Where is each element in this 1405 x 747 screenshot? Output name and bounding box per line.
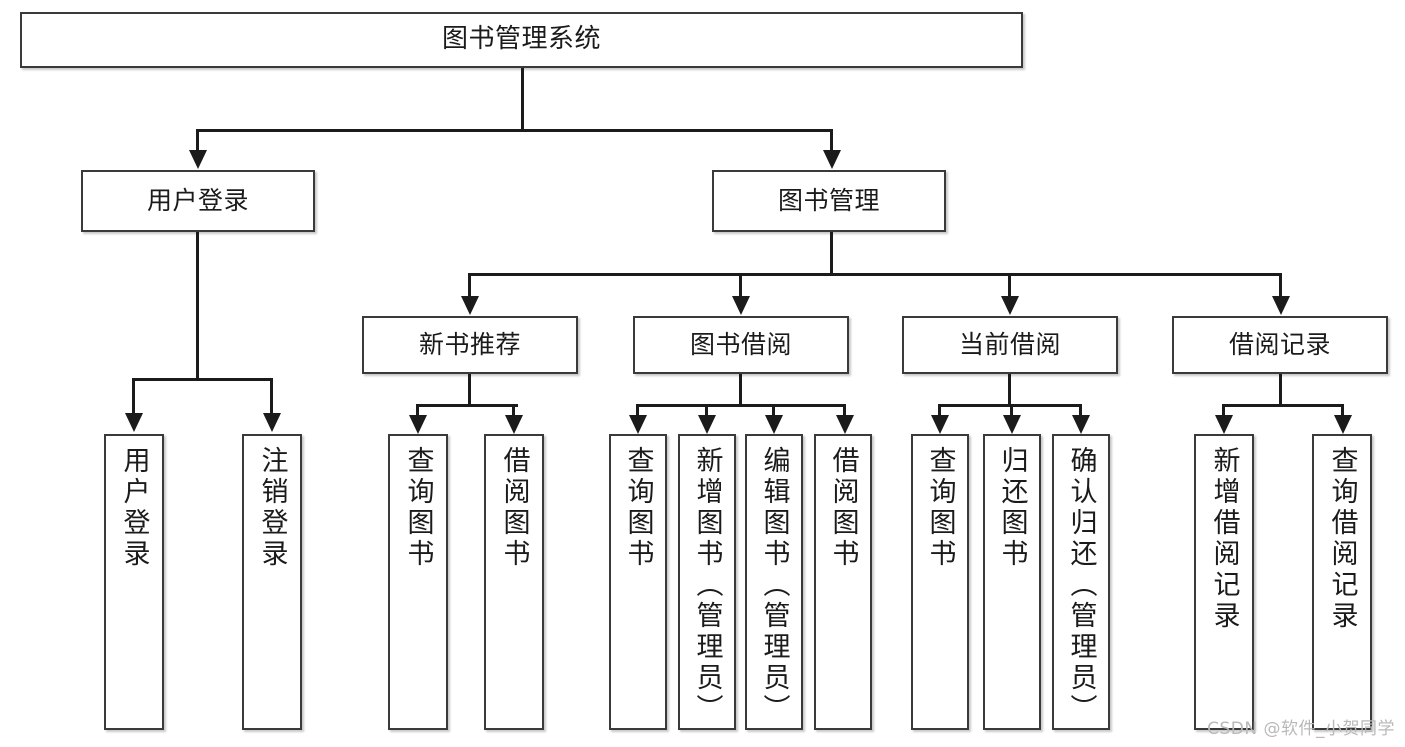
leaf-edit-book-admin[interactable]: 编辑图书（管理员） <box>745 434 803 730</box>
node-label: 新书推荐 <box>418 329 521 359</box>
leaf-logout-login[interactable]: 注销登录 <box>242 434 302 730</box>
connector-bb-drop-2 <box>705 404 708 416</box>
connector-to-current-borrow <box>1008 273 1011 297</box>
arrow-leaf-borrow-book-recommend <box>505 415 523 434</box>
node-root-book-management-system[interactable]: 图书管理系统 <box>20 12 1023 68</box>
connector-cb-drop-2 <box>1010 404 1013 416</box>
connector-cb-drop-1 <box>938 404 941 416</box>
connector-book-borrow-bus <box>636 404 846 407</box>
node-book-management[interactable]: 图书管理 <box>712 170 946 232</box>
leaf-query-book-borrow[interactable]: 查询图书 <box>609 434 667 730</box>
arrow-leaf-confirm-return-admin <box>1072 415 1090 434</box>
node-label: 归还图书 <box>996 446 1028 570</box>
node-current-borrow[interactable]: 当前借阅 <box>902 316 1118 374</box>
node-label: 图书借阅 <box>689 329 792 359</box>
arrow-to-borrow-record <box>1272 296 1290 315</box>
node-label: 查询图书 <box>924 446 956 570</box>
leaf-user-login[interactable]: 用户登录 <box>104 434 164 730</box>
leaf-borrow-book-recommend[interactable]: 借阅图书 <box>484 434 544 730</box>
connector-to-book-management <box>830 129 833 151</box>
connector-nbr-drop-1 <box>416 404 419 416</box>
connector-bb-drop-4 <box>843 404 846 416</box>
node-label: 借阅图书 <box>827 446 859 570</box>
arrow-leaf-query-borrow-record <box>1334 415 1352 434</box>
connector-book-management-stem <box>830 232 833 275</box>
node-label: 确认归还（管理员） <box>1065 446 1097 725</box>
arrow-leaf-user-login <box>125 413 143 432</box>
arrow-leaf-query-book-current <box>931 415 949 434</box>
connector-to-new-book-recommend <box>468 273 471 297</box>
connector-new-book-recommend-bus <box>416 404 518 407</box>
arrow-to-current-borrow <box>1001 296 1019 315</box>
connector-new-book-recommend-stem <box>468 374 471 406</box>
arrow-leaf-query-book-borrow <box>629 415 647 434</box>
node-label: 查询图书 <box>622 446 654 570</box>
node-label: 注销登录 <box>256 446 288 570</box>
leaf-borrow-book[interactable]: 借阅图书 <box>814 434 872 730</box>
arrow-leaf-borrow-book <box>836 415 854 434</box>
node-label: 借阅记录 <box>1228 329 1331 359</box>
node-label: 用户登录 <box>118 446 150 570</box>
connector-level2-bus <box>196 129 833 132</box>
arrow-leaf-edit-book-admin <box>765 415 783 434</box>
connector-borrow-record-bus <box>1222 404 1344 407</box>
node-label: 新增借阅记录 <box>1208 446 1240 632</box>
connector-borrow-record-stem <box>1279 374 1282 406</box>
node-book-borrow[interactable]: 图书借阅 <box>633 316 849 374</box>
arrow-to-new-book-recommend <box>461 296 479 315</box>
connector-current-borrow-stem <box>1008 374 1011 406</box>
node-label: 查询借阅记录 <box>1326 446 1358 632</box>
node-label: 借阅图书 <box>498 446 530 570</box>
leaf-add-book-admin[interactable]: 新增图书（管理员） <box>678 434 736 730</box>
connector-user-login-bus <box>132 378 272 381</box>
connector-user-login-stem <box>196 232 199 380</box>
arrow-to-book-management <box>823 150 841 169</box>
node-label: 编辑图书（管理员） <box>758 446 790 725</box>
connector-nbr-drop-2 <box>512 404 515 416</box>
node-label: 图书管理系统 <box>441 24 601 55</box>
connector-bb-drop-3 <box>772 404 775 416</box>
arrow-to-user-login <box>189 150 207 169</box>
connector-br-drop-1 <box>1222 404 1225 416</box>
node-label: 新增图书（管理员） <box>691 446 723 725</box>
connector-to-borrow-record <box>1279 273 1282 297</box>
node-borrow-record[interactable]: 借阅记录 <box>1172 316 1388 374</box>
connector-to-user-login <box>196 129 199 151</box>
node-user-login[interactable]: 用户登录 <box>81 170 315 232</box>
leaf-query-book-recommend[interactable]: 查询图书 <box>388 434 448 730</box>
connector-cb-drop-3 <box>1079 404 1082 416</box>
leaf-confirm-return-admin[interactable]: 确认归还（管理员） <box>1052 434 1110 730</box>
connector-user-login-drop-1 <box>132 378 135 414</box>
node-label: 用户登录 <box>146 185 249 215</box>
leaf-add-borrow-record[interactable]: 新增借阅记录 <box>1194 434 1254 730</box>
arrow-leaf-add-borrow-record <box>1215 415 1233 434</box>
arrow-leaf-logout <box>263 413 281 432</box>
node-label: 图书管理 <box>777 185 880 215</box>
node-new-book-recommend[interactable]: 新书推荐 <box>362 316 578 374</box>
connector-root-stem <box>521 68 524 131</box>
leaf-return-book[interactable]: 归还图书 <box>983 434 1041 730</box>
arrow-leaf-query-book-recommend <box>409 415 427 434</box>
arrow-leaf-return-book <box>1003 415 1021 434</box>
node-label: 当前借阅 <box>958 329 1061 359</box>
leaf-query-book-current[interactable]: 查询图书 <box>911 434 969 730</box>
leaf-query-borrow-record[interactable]: 查询借阅记录 <box>1312 434 1372 730</box>
connector-to-book-borrow <box>739 273 742 297</box>
connector-user-login-drop-2 <box>270 378 273 414</box>
connector-current-borrow-bus <box>938 404 1081 407</box>
connector-book-borrow-stem <box>739 374 742 406</box>
connector-br-drop-2 <box>1341 404 1344 416</box>
connector-bb-drop-1 <box>636 404 639 416</box>
arrow-to-book-borrow <box>732 296 750 315</box>
arrow-leaf-add-book-admin <box>698 415 716 434</box>
node-label: 查询图书 <box>402 446 434 570</box>
connector-level3-bus <box>468 273 1282 276</box>
